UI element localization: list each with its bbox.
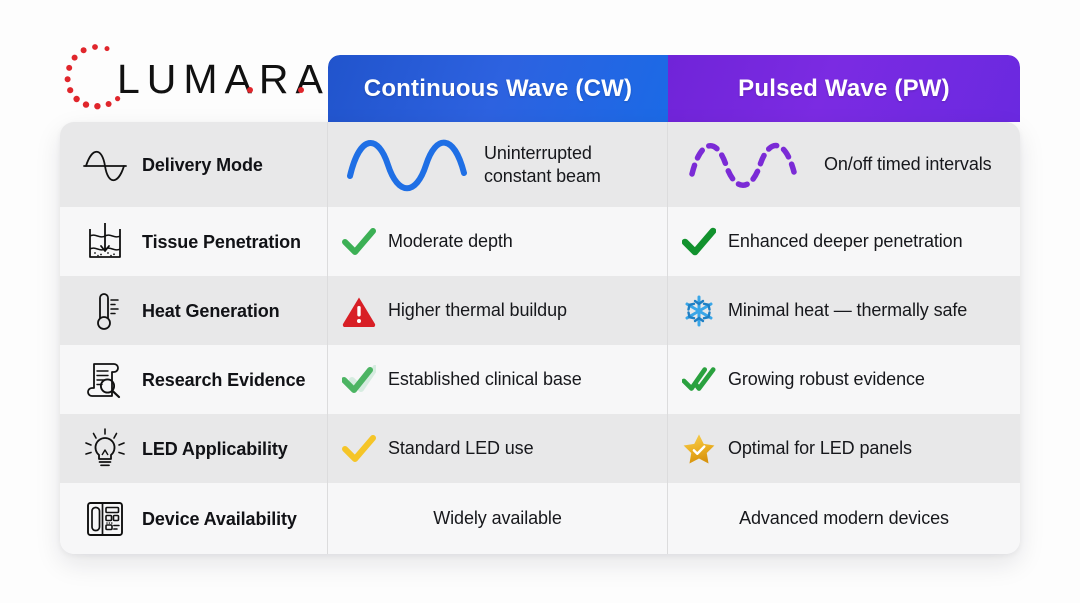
cell-cw-text: Higher thermal buildup [388, 300, 567, 320]
thermometer-icon [82, 288, 128, 334]
snowflake-icon [682, 294, 716, 328]
cell-cw: Widely available [328, 483, 668, 554]
row-label-text: Device Availability [142, 508, 297, 529]
table-row: LED Applicability Standard LED use [60, 414, 1020, 483]
header-column-pw[interactable]: Pulsed Wave (PW) [668, 55, 1020, 122]
cell-cw: Uninterrupted constant beam [328, 122, 668, 207]
cell-pw-text: Growing robust evidence [728, 369, 925, 389]
tissue-penetration-icon [82, 219, 128, 265]
cell-pw-text: Advanced modern devices [739, 508, 949, 528]
header-column-cw[interactable]: Continuous Wave (CW) [328, 55, 668, 122]
table-row: Tissue Penetration Moderate depth [60, 207, 1020, 276]
comparison-header: Continuous Wave (CW) Pulsed Wave (PW) [328, 55, 1020, 122]
cell-pw-text: Minimal heat — thermally safe [728, 300, 968, 320]
wordmark-accent-dots [247, 87, 304, 93]
header-cw-label: Continuous Wave (CW) [363, 74, 633, 102]
row-label-text: Delivery Mode [142, 154, 263, 175]
cell-cw: Established clinical base [328, 345, 668, 414]
table-row: Heat Generation Higher thermal buildup [60, 276, 1020, 345]
table-row: Device Availability Widely available Adv… [60, 483, 1020, 554]
cell-cw-text: Standard LED use [388, 438, 534, 458]
cell-pw: On/off timed intervals [668, 122, 1020, 207]
row-label-text: Research Evidence [142, 369, 306, 390]
row-label-cell: LED Applicability [60, 414, 328, 483]
cell-cw-text: Moderate depth [388, 231, 513, 251]
sine-wave-icon [82, 142, 128, 188]
green-check-icon [342, 225, 376, 259]
cell-cw-text: Established clinical base [388, 369, 582, 389]
row-label-cell: Research Evidence [60, 345, 328, 414]
brand-logo: LUMARA [60, 40, 325, 118]
red-warning-triangle-icon [342, 294, 376, 328]
header-pw-label: Pulsed Wave (PW) [738, 74, 950, 102]
green-check-bold-icon [682, 225, 716, 259]
green-double-check-icon [682, 363, 716, 397]
row-label-text: Tissue Penetration [142, 231, 301, 252]
row-label-cell: Device Availability [60, 483, 328, 554]
document-magnifier-icon [82, 357, 128, 403]
cell-pw-text: Enhanced deeper penetration [728, 231, 963, 251]
cell-pw: Enhanced deeper penetration [668, 207, 1020, 276]
table-row: Delivery Mode Uninterrupted constant bea… [60, 122, 1020, 207]
row-label-cell: Delivery Mode [60, 122, 328, 207]
cell-pw: Growing robust evidence [668, 345, 1020, 414]
device-panel-icon [82, 496, 128, 542]
gold-star-check-icon [682, 432, 716, 466]
row-label-text: Heat Generation [142, 300, 280, 321]
cell-cw-text: Uninterrupted constant beam [484, 142, 601, 186]
dotted-arc-icon [60, 42, 134, 116]
faded-check-icon [342, 363, 376, 397]
purple-dashed-sine-wave-icon [686, 136, 814, 194]
table-row: Research Evidence Established clinical b… [60, 345, 1020, 414]
row-label-cell: Tissue Penetration [60, 207, 328, 276]
comparison-table: Delivery Mode Uninterrupted constant bea… [60, 122, 1020, 554]
row-label-text: LED Applicability [142, 438, 288, 459]
cell-pw-text: On/off timed intervals [824, 154, 992, 174]
blue-sine-wave-icon [346, 136, 474, 194]
brand-name: LUMARA [117, 56, 330, 102]
cell-cw: Moderate depth [328, 207, 668, 276]
cell-pw-text: Optimal for LED panels [728, 438, 912, 458]
cell-cw: Higher thermal buildup [328, 276, 668, 345]
cell-pw: Optimal for LED panels [668, 414, 1020, 483]
cell-pw: Minimal heat — thermally safe [668, 276, 1020, 345]
brand-wordmark: LUMARA [117, 53, 330, 105]
cell-pw: Advanced modern devices [668, 483, 1020, 554]
row-label-cell: Heat Generation [60, 276, 328, 345]
lightbulb-icon [82, 426, 128, 472]
cell-cw-text: Widely available [433, 508, 562, 528]
cell-cw: Standard LED use [328, 414, 668, 483]
yellow-check-icon [342, 432, 376, 466]
